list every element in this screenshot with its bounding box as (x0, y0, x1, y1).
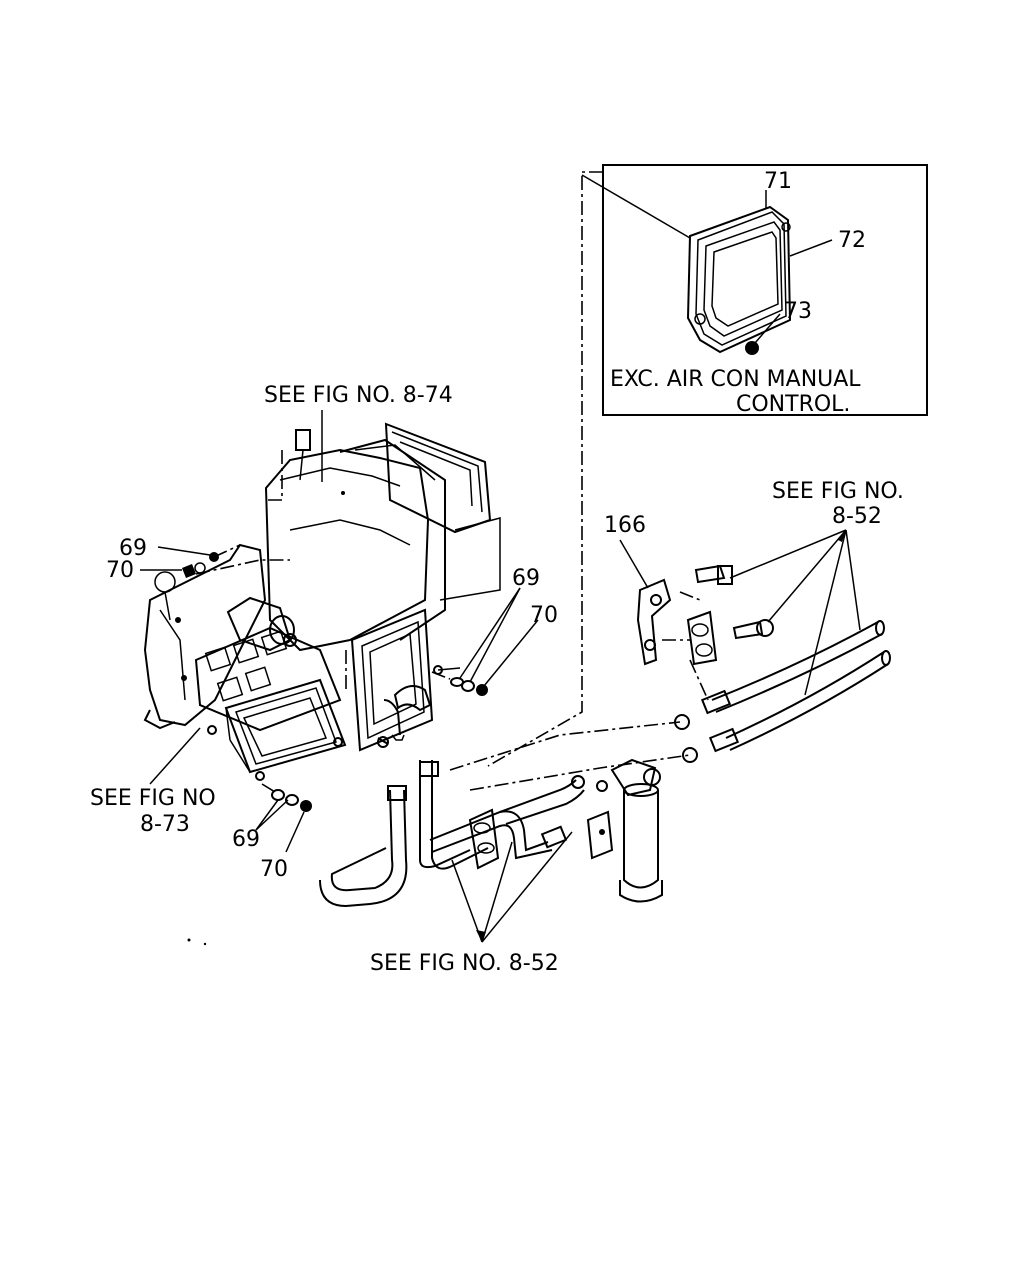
callout-69-bottom: 69 (232, 827, 260, 852)
ref-fig-8-52-right-leaders (729, 529, 861, 696)
hvac-unit-drawing (143, 422, 501, 781)
bottom-hardware (255, 783, 312, 853)
callout-69-mid: 69 (512, 566, 540, 591)
ref-fig-8-73-line2: 8-73 (140, 812, 190, 837)
filter-frame-drawing (686, 205, 792, 355)
callout-73-leader (754, 313, 781, 344)
speck (187, 938, 191, 942)
callout-72: 72 (838, 228, 866, 253)
ref-fig-8-73-leader (149, 727, 201, 785)
bolts-and-clamps (662, 564, 774, 701)
receiver-drier-drawing (586, 758, 663, 903)
inset-note-line2: CONTROL. (736, 392, 850, 417)
inset-pointer-line (581, 174, 691, 239)
nut-70-mid-icon (476, 684, 488, 696)
ref-fig-8-52-right-line2: 8-52 (832, 504, 882, 529)
lower-piping (319, 760, 585, 908)
ref-fig-8-52-right-line1: SEE FIG NO. (772, 479, 904, 504)
ref-fig-8-52-bottom: SEE FIG NO. 8-52 (370, 951, 559, 976)
callout-166: 166 (604, 513, 646, 538)
nut-73-icon (745, 341, 759, 355)
refrigerant-lines (449, 620, 891, 791)
callout-69-left: 69 (119, 536, 147, 561)
callout-70-left: 70 (106, 558, 134, 583)
mid-hardware (431, 587, 539, 696)
bracket-166-drawing (619, 539, 672, 666)
ref-fig-8-74: SEE FIG NO. 8-74 (264, 383, 453, 408)
callout-71: 71 (764, 169, 792, 194)
callout-70-bottom: 70 (260, 857, 288, 882)
nut-70-bottom-icon (300, 800, 312, 812)
callout-70-mid: 70 (530, 603, 558, 628)
ref-fig-8-73-line1: SEE FIG NO (90, 786, 216, 811)
inset-frame (602, 164, 928, 416)
callout-73: 73 (784, 299, 812, 324)
ref-fig-8-52-bottom-leaders (451, 831, 573, 943)
left-hardware (140, 544, 290, 578)
inset-note-line1: EXC. AIR CON MANUAL (610, 367, 861, 392)
inset-panel: 71 72 73 EXC. AIR CON MANUAL CONTROL. (487, 164, 928, 767)
inset-leader-line (487, 171, 603, 767)
speck (203, 942, 207, 946)
callout-72-leader (789, 239, 833, 257)
nut-70-icon (182, 564, 196, 578)
